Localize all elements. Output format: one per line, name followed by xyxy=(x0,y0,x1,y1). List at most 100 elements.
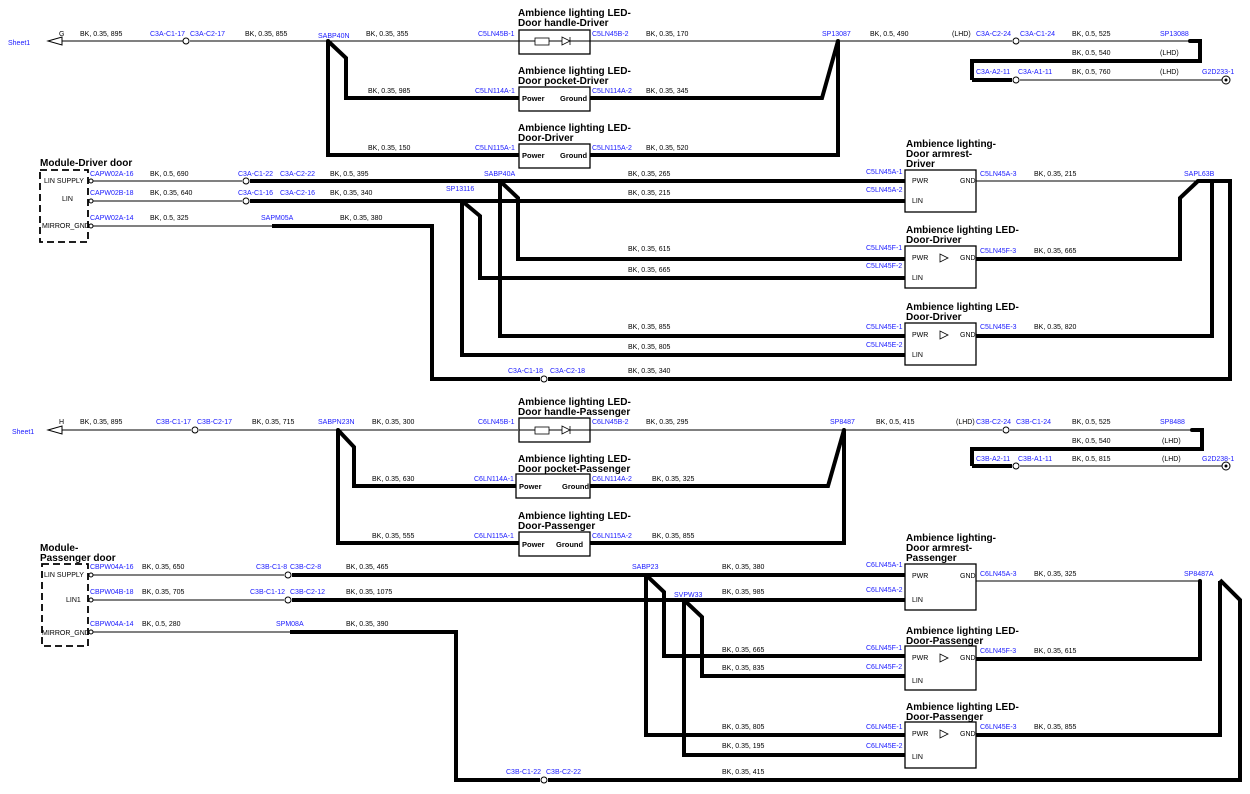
connector-label: C3A-C2-16 xyxy=(280,190,315,197)
pin-name: Power xyxy=(522,94,545,103)
wire-driver-e-gnd xyxy=(976,181,1214,338)
wire-label: BK, 0.5, 540 xyxy=(1072,50,1111,57)
component-title: Ambience lighting- xyxy=(906,139,996,150)
pin-name: LIN xyxy=(912,754,923,761)
wire-label: BK, 0.35, 665 xyxy=(628,267,671,274)
connector-label: C3B-C2-17 xyxy=(197,419,232,426)
wire-driver-pocket-in xyxy=(326,39,519,100)
wire-label: BK, 0.35, 805 xyxy=(628,344,671,351)
component-title: Door armrest- xyxy=(906,543,972,554)
pin-label: C6LN45A-2 xyxy=(866,587,903,594)
pin-name: LIN xyxy=(912,275,923,282)
pin-name: GND xyxy=(960,573,976,580)
wire-label: BK, 0.5, 325 xyxy=(150,215,189,222)
lhd-label: (LHD) xyxy=(1162,456,1181,463)
pin-label: C5LN45A-3 xyxy=(980,171,1017,178)
splice-label: SP13087 xyxy=(822,31,851,38)
led-diode-icon xyxy=(939,253,949,263)
connector-label: C3B-C1-12 xyxy=(250,589,285,596)
pin-name: PWR xyxy=(912,255,928,262)
wire-passenger-gnd-return xyxy=(548,578,1242,782)
component-title: Ambience lighting LED- xyxy=(518,66,631,77)
connector-label: C3A-C1-16 xyxy=(238,190,273,197)
splice-label: SVPW33 xyxy=(674,592,703,599)
connector-label: C3A-C1-24 xyxy=(1020,31,1055,38)
pin-name: Ground xyxy=(560,94,587,103)
wire-label: BK, 0.35, 895 xyxy=(80,419,123,426)
component-title: Door armrest- xyxy=(906,149,972,160)
component-title: Door-Passenger xyxy=(906,636,983,647)
splice-label: SAPL63B xyxy=(1184,171,1215,178)
wire-label: BK, 0.35, 895 xyxy=(80,31,123,38)
wire-label: BK, 0.35, 195 xyxy=(722,743,765,750)
module-pin: LIN1 xyxy=(66,597,81,604)
module-pin: LIN xyxy=(62,196,73,203)
connector-icon xyxy=(182,37,190,45)
wire-label: BK, 0.35, 170 xyxy=(646,31,689,38)
input-arrow-icon xyxy=(46,36,63,46)
wire-driver-mirror-gnd xyxy=(272,224,540,381)
wire-label: BK, 0.35, 855 xyxy=(1034,724,1077,731)
connector-label: C3B-C2-12 xyxy=(290,589,325,596)
module-pin: MIRROR_GND xyxy=(42,630,90,637)
wire-label: BK, 0.5, 490 xyxy=(870,31,909,38)
sheet-ref-passenger[interactable]: Sheet1 xyxy=(12,429,34,436)
ground-label: G2D233-1 xyxy=(1202,69,1234,76)
connector-label: C3B-C2-22 xyxy=(546,769,581,776)
pin-label: CBPW04A-16 xyxy=(90,564,134,571)
wire-label: BK, 0.35, 325 xyxy=(1034,571,1077,578)
connector-label: C3B-C1-22 xyxy=(506,769,541,776)
pin-label: C6LN45B-1 xyxy=(478,419,515,426)
wire-label: BK, 0.35, 340 xyxy=(628,368,671,375)
pin-label: C6LN45E-3 xyxy=(980,724,1017,731)
connector-icon xyxy=(1002,426,1010,434)
connector-icon xyxy=(284,596,292,604)
wire-label: BK, 0.35, 415 xyxy=(722,769,765,776)
wire-label: BK, 0.35, 835 xyxy=(722,665,765,672)
pin-name: GND xyxy=(960,731,976,738)
pin-name: Power xyxy=(522,540,545,549)
splice-label: SP13088 xyxy=(1160,31,1189,38)
pin-label: CAPW02A-16 xyxy=(90,171,134,178)
door-led-driver xyxy=(518,143,591,169)
connector-icon xyxy=(540,375,548,383)
pin-label: C5LN45B-1 xyxy=(478,31,515,38)
led-e-driver xyxy=(904,322,977,366)
wire-label: BK, 0.35, 615 xyxy=(628,246,671,253)
component-title: Ambience lighting LED- xyxy=(518,397,631,408)
wire-label: BK, 0.5, 415 xyxy=(876,419,915,426)
connector-label: C3B-C1-17 xyxy=(156,419,191,426)
pin-label: CAPW02B-18 xyxy=(90,190,134,197)
wire-passenger-f-lin xyxy=(682,598,905,678)
wire-label: BK, 0.35, 300 xyxy=(372,419,415,426)
led-diode-icon xyxy=(561,36,571,46)
connector-icon xyxy=(540,776,548,784)
wire-label: BK, 0.35, 1075 xyxy=(346,589,392,596)
led-diode-icon xyxy=(939,330,949,340)
wire-passenger-e-gnd xyxy=(976,581,1222,737)
component-title: Ambience lighting LED- xyxy=(518,454,631,465)
wire-label: BK, 0.5, 525 xyxy=(1072,419,1111,426)
pin-label: C6LN45E-1 xyxy=(866,724,903,731)
connector-icon xyxy=(191,426,199,434)
pin-name: PWR xyxy=(912,573,928,580)
module-driver-door xyxy=(39,169,89,243)
sheet-ref-driver[interactable]: Sheet1 xyxy=(8,40,30,47)
pin-label: C5LN45F-1 xyxy=(866,245,902,252)
wire-label: BK, 0.35, 665 xyxy=(722,647,765,654)
component-title: Passenger xyxy=(906,553,957,564)
pin-name: Ground xyxy=(556,540,583,549)
splice-label: SP8488 xyxy=(1160,419,1185,426)
wire-driver-e-lin xyxy=(460,201,905,357)
connector-icon xyxy=(1012,76,1020,84)
pin-label: C5LN45E-2 xyxy=(866,342,903,349)
wire-label: BK, 0.35, 820 xyxy=(1034,324,1077,331)
connector-label: C3A-C1-18 xyxy=(508,368,543,375)
component-title: Ambience lighting LED- xyxy=(906,225,1019,236)
lhd-label: (LHD) xyxy=(1162,438,1181,445)
component-title: Driver xyxy=(906,159,935,170)
pin-label: C5LN45E-3 xyxy=(980,324,1017,331)
pin-label: C5LN45F-2 xyxy=(866,263,902,270)
connector-label: C3A-A1-11 xyxy=(1018,69,1052,76)
module-pin: LIN SUPPLY xyxy=(44,178,84,185)
